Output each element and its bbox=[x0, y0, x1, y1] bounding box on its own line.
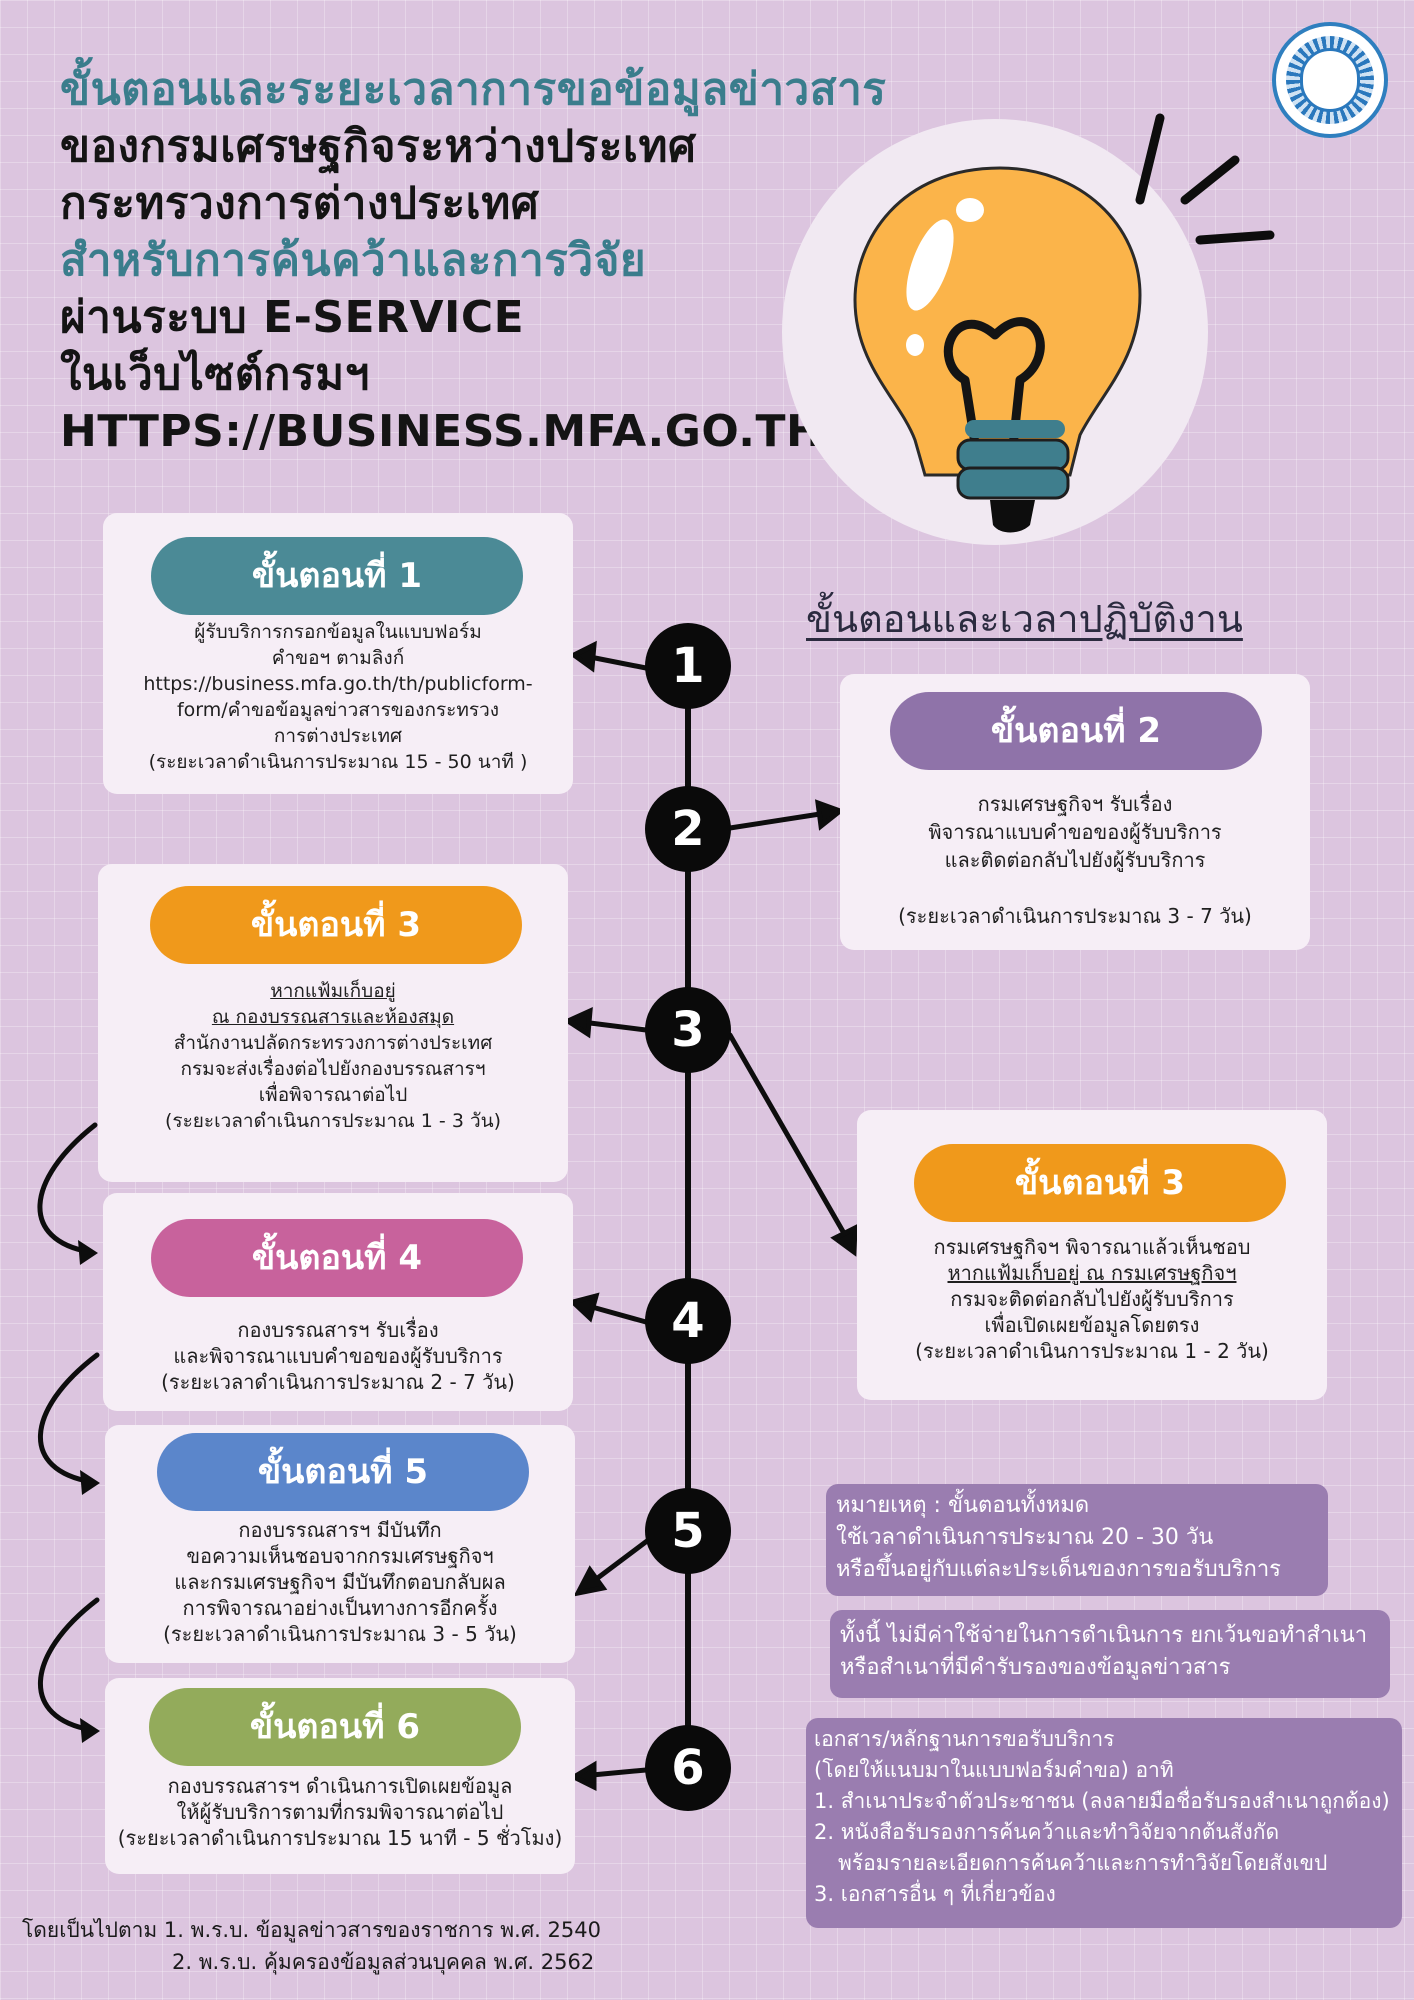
step-node-5: 5 bbox=[645, 1488, 731, 1574]
step-1-label: ขั้นตอนที่ 1 bbox=[151, 537, 523, 615]
step-1-line: form/คำขอข้อมูลข่าวสารของกระทรวง bbox=[176, 699, 500, 721]
title-line-6: ในเว็บไซต์กรมฯ bbox=[60, 349, 370, 400]
step-3a-line: ณ กองบรรณสารและห้องสมุด bbox=[211, 1006, 455, 1028]
title-line-5: ผ่านระบบ E-SERVICE bbox=[60, 292, 525, 343]
note-line: หรือขึ้นอยู่กับแต่ละประเด็นของการขอรับบร… bbox=[836, 1557, 1281, 1582]
step-3b-duration: (ระยะเวลาดำเนินการประมาณ 1 - 2 วัน) bbox=[915, 1339, 1269, 1363]
step-5-line: ขอความเห็นชอบจากกรมเศรษฐกิจฯ bbox=[186, 1544, 494, 1568]
step-3b-line: หากแฟ้มเก็บอยู่ ณ กรมเศรษฐกิจฯ bbox=[947, 1261, 1237, 1285]
note-line: ทั้งนี้ ไม่มีค่าใช้จ่ายในการดำเนินการ ยก… bbox=[840, 1623, 1368, 1648]
step-4-line: กองบรรณสารฯ รับเรื่อง bbox=[237, 1318, 439, 1342]
title-line-3: กระทรวงการต่างประเทศ bbox=[60, 178, 540, 229]
step-3a-label: ขั้นตอนที่ 3 bbox=[150, 886, 522, 964]
step-3a-text: หากแฟ้มเก็บอยู่ ณ กองบรรณสารและห้องสมุด … bbox=[98, 978, 568, 1134]
step-1-link[interactable]: https://business.mfa.go.th/th/publicform… bbox=[143, 673, 533, 695]
step-2-duration: (ระยะเวลาดำเนินการประมาณ 3 - 7 วัน) bbox=[898, 904, 1252, 928]
step-3a-line: เพื่อพิจารณาต่อไป bbox=[258, 1084, 408, 1106]
step-1-line: คำขอฯ ตามลิงก์ bbox=[271, 647, 405, 669]
step-1-line: การต่างประเทศ bbox=[273, 725, 403, 747]
note-line: ใช้เวลาดำเนินการประมาณ 20 - 30 วัน bbox=[836, 1525, 1214, 1550]
step-3b-line: กรมเศรษฐกิจฯ พิจารณาแล้วเห็นชอบ bbox=[933, 1235, 1251, 1259]
step-4-duration: (ระยะเวลาดำเนินการประมาณ 2 - 7 วัน) bbox=[161, 1370, 515, 1394]
step-6-duration: (ระยะเวลาดำเนินการประมาณ 15 นาที - 5 ชั่… bbox=[117, 1826, 563, 1850]
step-5-label: ขั้นตอนที่ 5 bbox=[157, 1433, 529, 1511]
note-line: เอกสาร/หลักฐานการขอรับบริการ bbox=[814, 1727, 1115, 1751]
step-1-text: ผู้รับบริการกรอกข้อมูลในแบบฟอร์ม คำขอฯ ต… bbox=[103, 619, 573, 775]
step-5-card: ขั้นตอนที่ 5 กองบรรณสารฯ มีบันทึก ขอความ… bbox=[105, 1425, 575, 1663]
step-2-line: และติดต่อกลับไปยังผู้รับบริการ bbox=[944, 848, 1206, 872]
note-line: หรือสำเนาที่มีคำรับรองของข้อมูลข่าวสาร bbox=[840, 1655, 1231, 1680]
step-6-label: ขั้นตอนที่ 6 bbox=[149, 1688, 521, 1766]
note-line: พร้อมรายละเอียดการค้นคว้าและการทำวิจัยโด… bbox=[838, 1851, 1328, 1875]
note-required-documents: เอกสาร/หลักฐานการขอรับบริการ (โดยให้แนบม… bbox=[806, 1718, 1402, 1928]
note-line: (โดยให้แนบมาในแบบฟอร์มคำขอ) อาทิ bbox=[814, 1758, 1174, 1782]
light-bulb-illustration bbox=[782, 113, 1275, 545]
step-2-spacer bbox=[840, 874, 1310, 902]
step-2-text: กรมเศรษฐกิจฯ รับเรื่อง พิจารณาแบบคำขอของ… bbox=[840, 790, 1310, 930]
title-line-4: สำหรับการค้นคว้าและการวิจัย bbox=[60, 235, 647, 286]
step-5-line: การพิจารณาอย่างเป็นทางการอีกครั้ง bbox=[182, 1596, 498, 1620]
step-node-2: 2 bbox=[645, 786, 731, 872]
note-line: 2. หนังสือรับรองการค้นคว้าและทำวิจัยจากต… bbox=[814, 1820, 1280, 1844]
step-4-card: ขั้นตอนที่ 4 กองบรรณสารฯ รับเรื่อง และพิ… bbox=[103, 1193, 573, 1411]
step-1-line: ผู้รับบริการกรอกข้อมูลในแบบฟอร์ม bbox=[194, 621, 482, 643]
step-1-card: ขั้นตอนที่ 1 ผู้รับบริการกรอกข้อมูลในแบบ… bbox=[103, 513, 573, 794]
step-2-card: ขั้นตอนที่ 2 กรมเศรษฐกิจฯ รับเรื่อง พิจา… bbox=[840, 674, 1310, 950]
step-3a-line: สำนักงานปลัดกระทรวงการต่างประเทศ bbox=[173, 1032, 493, 1054]
title-line-1: ขั้นตอนและระยะเวลาการขอข้อมูลข่าวสาร bbox=[60, 64, 887, 115]
note-line: หมายเหตุ : ขั้นตอนทั้งหมด bbox=[836, 1493, 1090, 1518]
title-line-7: HTTPS://BUSINESS.MFA.GO.TH bbox=[60, 406, 824, 457]
step-node-6: 6 bbox=[645, 1725, 731, 1811]
step-4-line: และพิจารณาแบบคำขอของผู้รับบริการ bbox=[173, 1344, 503, 1368]
step-4-label: ขั้นตอนที่ 4 bbox=[151, 1219, 523, 1297]
step-6-line: กองบรรณสารฯ ดำเนินการเปิดเผยข้อมูล bbox=[167, 1774, 513, 1798]
step-node-3: 3 bbox=[645, 987, 731, 1073]
step-2-line: พิจารณาแบบคำขอของผู้รับบริการ bbox=[928, 820, 1222, 844]
step-2-label: ขั้นตอนที่ 2 bbox=[890, 692, 1262, 770]
step-3b-line: กรมจะติดต่อกลับไปยังผู้รับบริการ bbox=[950, 1287, 1234, 1311]
step-3a-duration: (ระยะเวลาดำเนินการประมาณ 1 - 3 วัน) bbox=[164, 1110, 502, 1132]
title-line-2: ของกรมเศรษฐกิจระหว่างประเทศ bbox=[60, 121, 697, 172]
right-section-heading: ขั้นตอนและเวลาปฏิบัติงาน bbox=[806, 597, 1243, 641]
step-3b-label: ขั้นตอนที่ 3 bbox=[914, 1144, 1286, 1222]
step-5-line: กองบรรณสารฯ มีบันทึก bbox=[238, 1518, 442, 1542]
step-6-line: ให้ผู้รับบริการตามที่กรมพิจารณาต่อไป bbox=[176, 1800, 504, 1824]
step-2-line: กรมเศรษฐกิจฯ รับเรื่อง bbox=[977, 792, 1173, 816]
step-6-text: กองบรรณสารฯ ดำเนินการเปิดเผยข้อมูล ให้ผู… bbox=[105, 1773, 575, 1851]
step-node-1: 1 bbox=[645, 623, 731, 709]
step-6-card: ขั้นตอนที่ 6 กองบรรณสารฯ ดำเนินการเปิดเผ… bbox=[105, 1678, 575, 1874]
step-node-4: 4 bbox=[645, 1278, 731, 1364]
step-3b-text: กรมเศรษฐกิจฯ พิจารณาแล้วเห็นชอบ หากแฟ้มเ… bbox=[857, 1234, 1327, 1364]
step-3b-card: ขั้นตอนที่ 3 กรมเศรษฐกิจฯ พิจารณาแล้วเห็… bbox=[857, 1110, 1327, 1400]
step-4-text: กองบรรณสารฯ รับเรื่อง และพิจารณาแบบคำขอข… bbox=[103, 1317, 573, 1395]
step-3a-line: กรมจะส่งเรื่องต่อไปยังกองบรรณสารฯ bbox=[180, 1058, 486, 1080]
note-line: 3. เอกสารอื่น ๆ ที่เกี่ยวข้อง bbox=[814, 1882, 1056, 1906]
footer-law-2: 2. พ.ร.บ. คุ้มครองข้อมูลส่วนบุคคล พ.ศ. 2… bbox=[172, 1950, 595, 1974]
step-5-line: และกรมเศรษฐกิจฯ มีบันทึกตอบกลับผล bbox=[174, 1570, 506, 1594]
ministry-seal-logo bbox=[1272, 22, 1388, 138]
step-5-duration: (ระยะเวลาดำเนินการประมาณ 3 - 5 วัน) bbox=[163, 1622, 517, 1646]
step-1-duration: (ระยะเวลาดำเนินการประมาณ 15 - 50 นาที ) bbox=[148, 751, 528, 773]
step-3b-line: เพื่อเปิดเผยข้อมูลโดยตรง bbox=[984, 1313, 1200, 1337]
step-5-text: กองบรรณสารฯ มีบันทึก ขอความเห็นชอบจากกรม… bbox=[105, 1517, 575, 1647]
footer-law-1: โดยเป็นไปตาม 1. พ.ร.บ. ข้อมูลข่าวสารของร… bbox=[22, 1918, 601, 1942]
step-3a-card: ขั้นตอนที่ 3 หากแฟ้มเก็บอยู่ ณ กองบรรณสา… bbox=[98, 864, 568, 1182]
note-fees: ทั้งนี้ ไม่มีค่าใช้จ่ายในการดำเนินการ ยก… bbox=[830, 1610, 1390, 1698]
step-3a-line: หากแฟ้มเก็บอยู่ bbox=[270, 980, 396, 1002]
note-total-time: หมายเหตุ : ขั้นตอนทั้งหมด ใช้เวลาดำเนินก… bbox=[826, 1484, 1328, 1596]
note-line: 1. สำเนาประจำตัวประชาชน (ลงลายมือชื่อรับ… bbox=[814, 1789, 1390, 1813]
